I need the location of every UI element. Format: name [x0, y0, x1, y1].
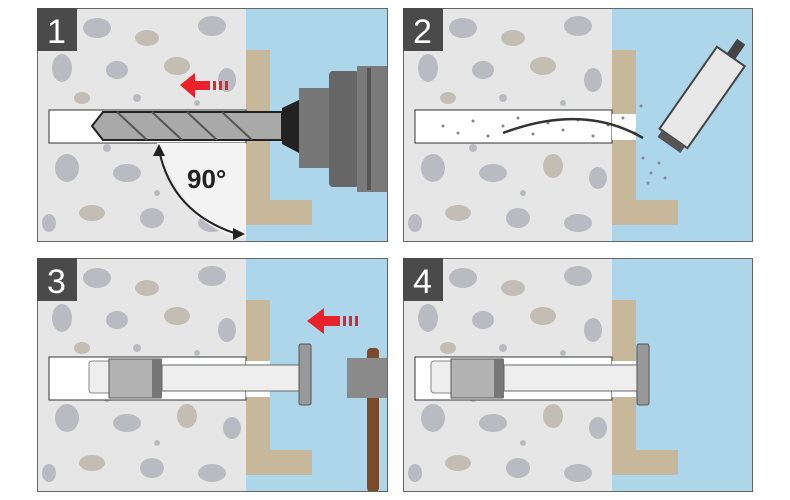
step-1-panel: 90° 1	[37, 8, 388, 242]
arrow-icon	[307, 308, 358, 334]
step-number-box	[403, 258, 443, 301]
angle-area	[157, 143, 246, 238]
angle-label: 90°	[187, 164, 226, 194]
hammer-icon	[347, 348, 388, 492]
step-number-box	[37, 258, 77, 301]
bracket	[246, 300, 312, 475]
bracket	[612, 300, 678, 475]
step-number: 4	[413, 263, 432, 301]
blow-pump-tube	[502, 117, 644, 140]
drill-hole	[414, 109, 613, 144]
step-number: 2	[413, 13, 432, 51]
step-4-panel: 4	[403, 258, 754, 492]
drill-chuck	[282, 66, 388, 192]
blow-pump-icon	[657, 38, 747, 153]
step-number: 3	[47, 263, 66, 301]
arrow-icon	[180, 73, 228, 98]
step-number-box	[403, 8, 443, 51]
bracket	[612, 50, 678, 225]
step-number-box	[37, 8, 77, 51]
angle-arc-icon	[158, 149, 238, 235]
step-number: 1	[47, 13, 66, 51]
anchor	[430, 343, 650, 406]
step-3-panel: 3	[37, 258, 388, 492]
bracket	[246, 50, 312, 225]
step-2-panel: 2	[403, 8, 754, 242]
anchor	[88, 343, 312, 406]
